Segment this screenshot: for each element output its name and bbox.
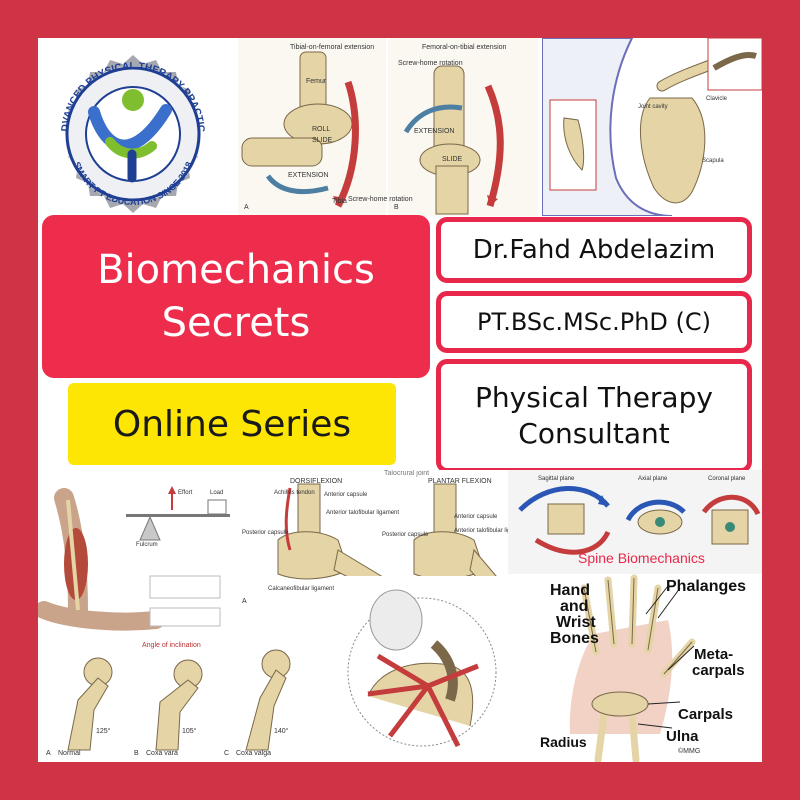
title-line-1: Biomechanics bbox=[97, 246, 375, 293]
hand-carpals-label: Carpals bbox=[678, 706, 734, 723]
hand-metacarpals-label-2: carpals bbox=[692, 662, 745, 679]
hand-radius-label: Radius bbox=[540, 734, 587, 750]
logo-badge: ADVANCED PHYSICAL THERAPY PRACTICE SMART… bbox=[48, 50, 206, 213]
knee-title-b: Femoral-on-tibial extension bbox=[422, 44, 507, 51]
knee-roll-label: ROLL bbox=[312, 126, 331, 133]
hand-title-line-3: Wrist bbox=[556, 614, 596, 631]
hip-angle-vara: 105° bbox=[182, 728, 197, 735]
spine-axial-label: Axial plane bbox=[638, 476, 668, 482]
hip-angle-valga: 140° bbox=[274, 728, 289, 735]
ankle-illustration bbox=[277, 483, 508, 601]
knee-slide-label-b: SLIDE bbox=[442, 156, 463, 163]
shoulder-label-3: Scapula bbox=[702, 158, 724, 164]
presenter-role-line-1: Physical Therapy bbox=[475, 380, 713, 414]
elbow-illustration bbox=[38, 486, 230, 631]
ankle-anterior-capsule-label: Anterior capsule bbox=[324, 492, 368, 498]
presenter-role-box: Physical Therapy Consultant bbox=[436, 359, 752, 473]
online-series-badge: Online Series bbox=[68, 383, 396, 465]
hip-coxa-valga-label: Coxa valga bbox=[236, 750, 272, 757]
ankle-anterior-talofibular-b-label: Anterior talofibular ligament bbox=[454, 528, 508, 534]
knee-diagram: Tibial-on-femoral extension Femoral-on-t… bbox=[238, 38, 538, 216]
spine-coronal-label: Coronal plane bbox=[708, 476, 746, 482]
hip-label-b: B bbox=[134, 750, 139, 757]
shoulder-illustration bbox=[542, 38, 762, 216]
ankle-header: Talocrural joint bbox=[384, 470, 430, 477]
elbow-lever-diagram: Effort Load Fulcrum bbox=[38, 470, 238, 640]
shoulder-rotation-illustration bbox=[347, 589, 497, 748]
hip-illustration bbox=[67, 649, 291, 751]
ankle-achilles-label: Achilles tendon bbox=[274, 490, 315, 496]
hand-metacarpals-label-1: Meta- bbox=[694, 646, 734, 663]
shoulder-rotation-diagram bbox=[338, 576, 508, 762]
poster-canvas: ADVANCED PHYSICAL THERAPY PRACTICE SMART… bbox=[38, 38, 762, 762]
hip-coxa-vara-label: Coxa vara bbox=[146, 750, 178, 757]
knee-tibia-label: Tibia bbox=[332, 198, 347, 205]
hand-title-line-1: Hand bbox=[550, 582, 590, 599]
hip-normal-label: Normal bbox=[58, 750, 81, 757]
shoulder-label-1: Joint cavity bbox=[638, 104, 668, 110]
hip-label-a: A bbox=[46, 750, 51, 757]
knee-title-a: Tibial-on-femoral extension bbox=[290, 44, 375, 51]
hand-ulna-label: Ulna bbox=[666, 728, 699, 745]
presenter-name: Dr.Fahd Abdelazim bbox=[472, 235, 716, 265]
knee-label-b: B bbox=[394, 204, 399, 211]
title-banner: Biomechanics Secrets bbox=[42, 215, 430, 378]
presenter-credentials-box: PT.BSc.MSc.PhD (C) bbox=[436, 291, 752, 353]
ankle-dorsiflexion-label: DORSIFLEXION bbox=[290, 478, 343, 485]
title-line-2: Secrets bbox=[161, 299, 311, 346]
ankle-posterior-capsule-b-label: Posterior capsule bbox=[382, 532, 429, 538]
hand-title-line-2: and bbox=[560, 598, 589, 615]
hand-title-line-4: Bones bbox=[550, 630, 599, 647]
logo-figure-icon bbox=[88, 104, 172, 152]
knee-screw-home-b: Screw-home rotation bbox=[398, 60, 463, 67]
spine-illustration bbox=[518, 486, 761, 555]
knee-extension-label-b: EXTENSION bbox=[414, 128, 455, 135]
ankle-label-a: A bbox=[242, 598, 247, 605]
hip-diagram: Angle of inclination 125° 105° 140° A No… bbox=[38, 640, 338, 762]
knee-label-a: A bbox=[244, 204, 249, 211]
knee-screw-home-a: Screw-home rotation bbox=[348, 196, 413, 203]
hip-label-c: C bbox=[224, 750, 230, 757]
spine-diagram: Sagittal plane Axial plane Coronal plane… bbox=[508, 470, 762, 574]
presenter-role-line-2: Consultant bbox=[518, 417, 670, 450]
hand-credit: ©MMG bbox=[678, 748, 701, 755]
ankle-plantar-flexion-label: PLANTAR FLEXION bbox=[428, 478, 492, 485]
spine-sagittal-label: Sagittal plane bbox=[538, 476, 575, 482]
ankle-posterior-capsule-label: Posterior capsule bbox=[242, 530, 289, 536]
lever-load-label: Load bbox=[210, 490, 224, 496]
lever-effort-label: Effort bbox=[178, 490, 193, 496]
shoulder-label-2: Clavicle bbox=[706, 96, 728, 102]
presenter-credentials: PT.BSc.MSc.PhD (C) bbox=[476, 308, 712, 336]
presenter-name-box: Dr.Fahd Abdelazim bbox=[436, 217, 752, 283]
hand-illustration bbox=[569, 574, 696, 762]
ankle-calcaneofibular-label: Calcaneofibular ligament bbox=[268, 586, 335, 592]
spine-title: Spine Biomechanics bbox=[578, 550, 705, 566]
hand-wrist-diagram: Hand and Wrist Bones Phalanges Meta- car… bbox=[508, 574, 762, 762]
hip-header: Angle of inclination bbox=[142, 642, 201, 649]
online-series-text: Online Series bbox=[112, 403, 352, 445]
knee-femur-label: Femur bbox=[306, 78, 327, 85]
shoulder-diagram: Joint cavity Clavicle Scapula bbox=[542, 38, 762, 216]
ankle-anterior-capsule-b-label: Anterior capsule bbox=[454, 514, 498, 520]
knee-slide-label: SLIDE bbox=[312, 137, 333, 144]
lever-fulcrum-label: Fulcrum bbox=[136, 542, 158, 548]
knee-extension-label: EXTENSION bbox=[288, 172, 329, 179]
logo-head-icon bbox=[122, 89, 144, 111]
ankle-anterior-talofibular-label: Anterior talofibular ligament bbox=[326, 510, 400, 516]
knee-illustration bbox=[241, 38, 504, 216]
hip-angle-normal: 125° bbox=[96, 728, 111, 735]
hand-phalanges-label: Phalanges bbox=[666, 578, 747, 595]
